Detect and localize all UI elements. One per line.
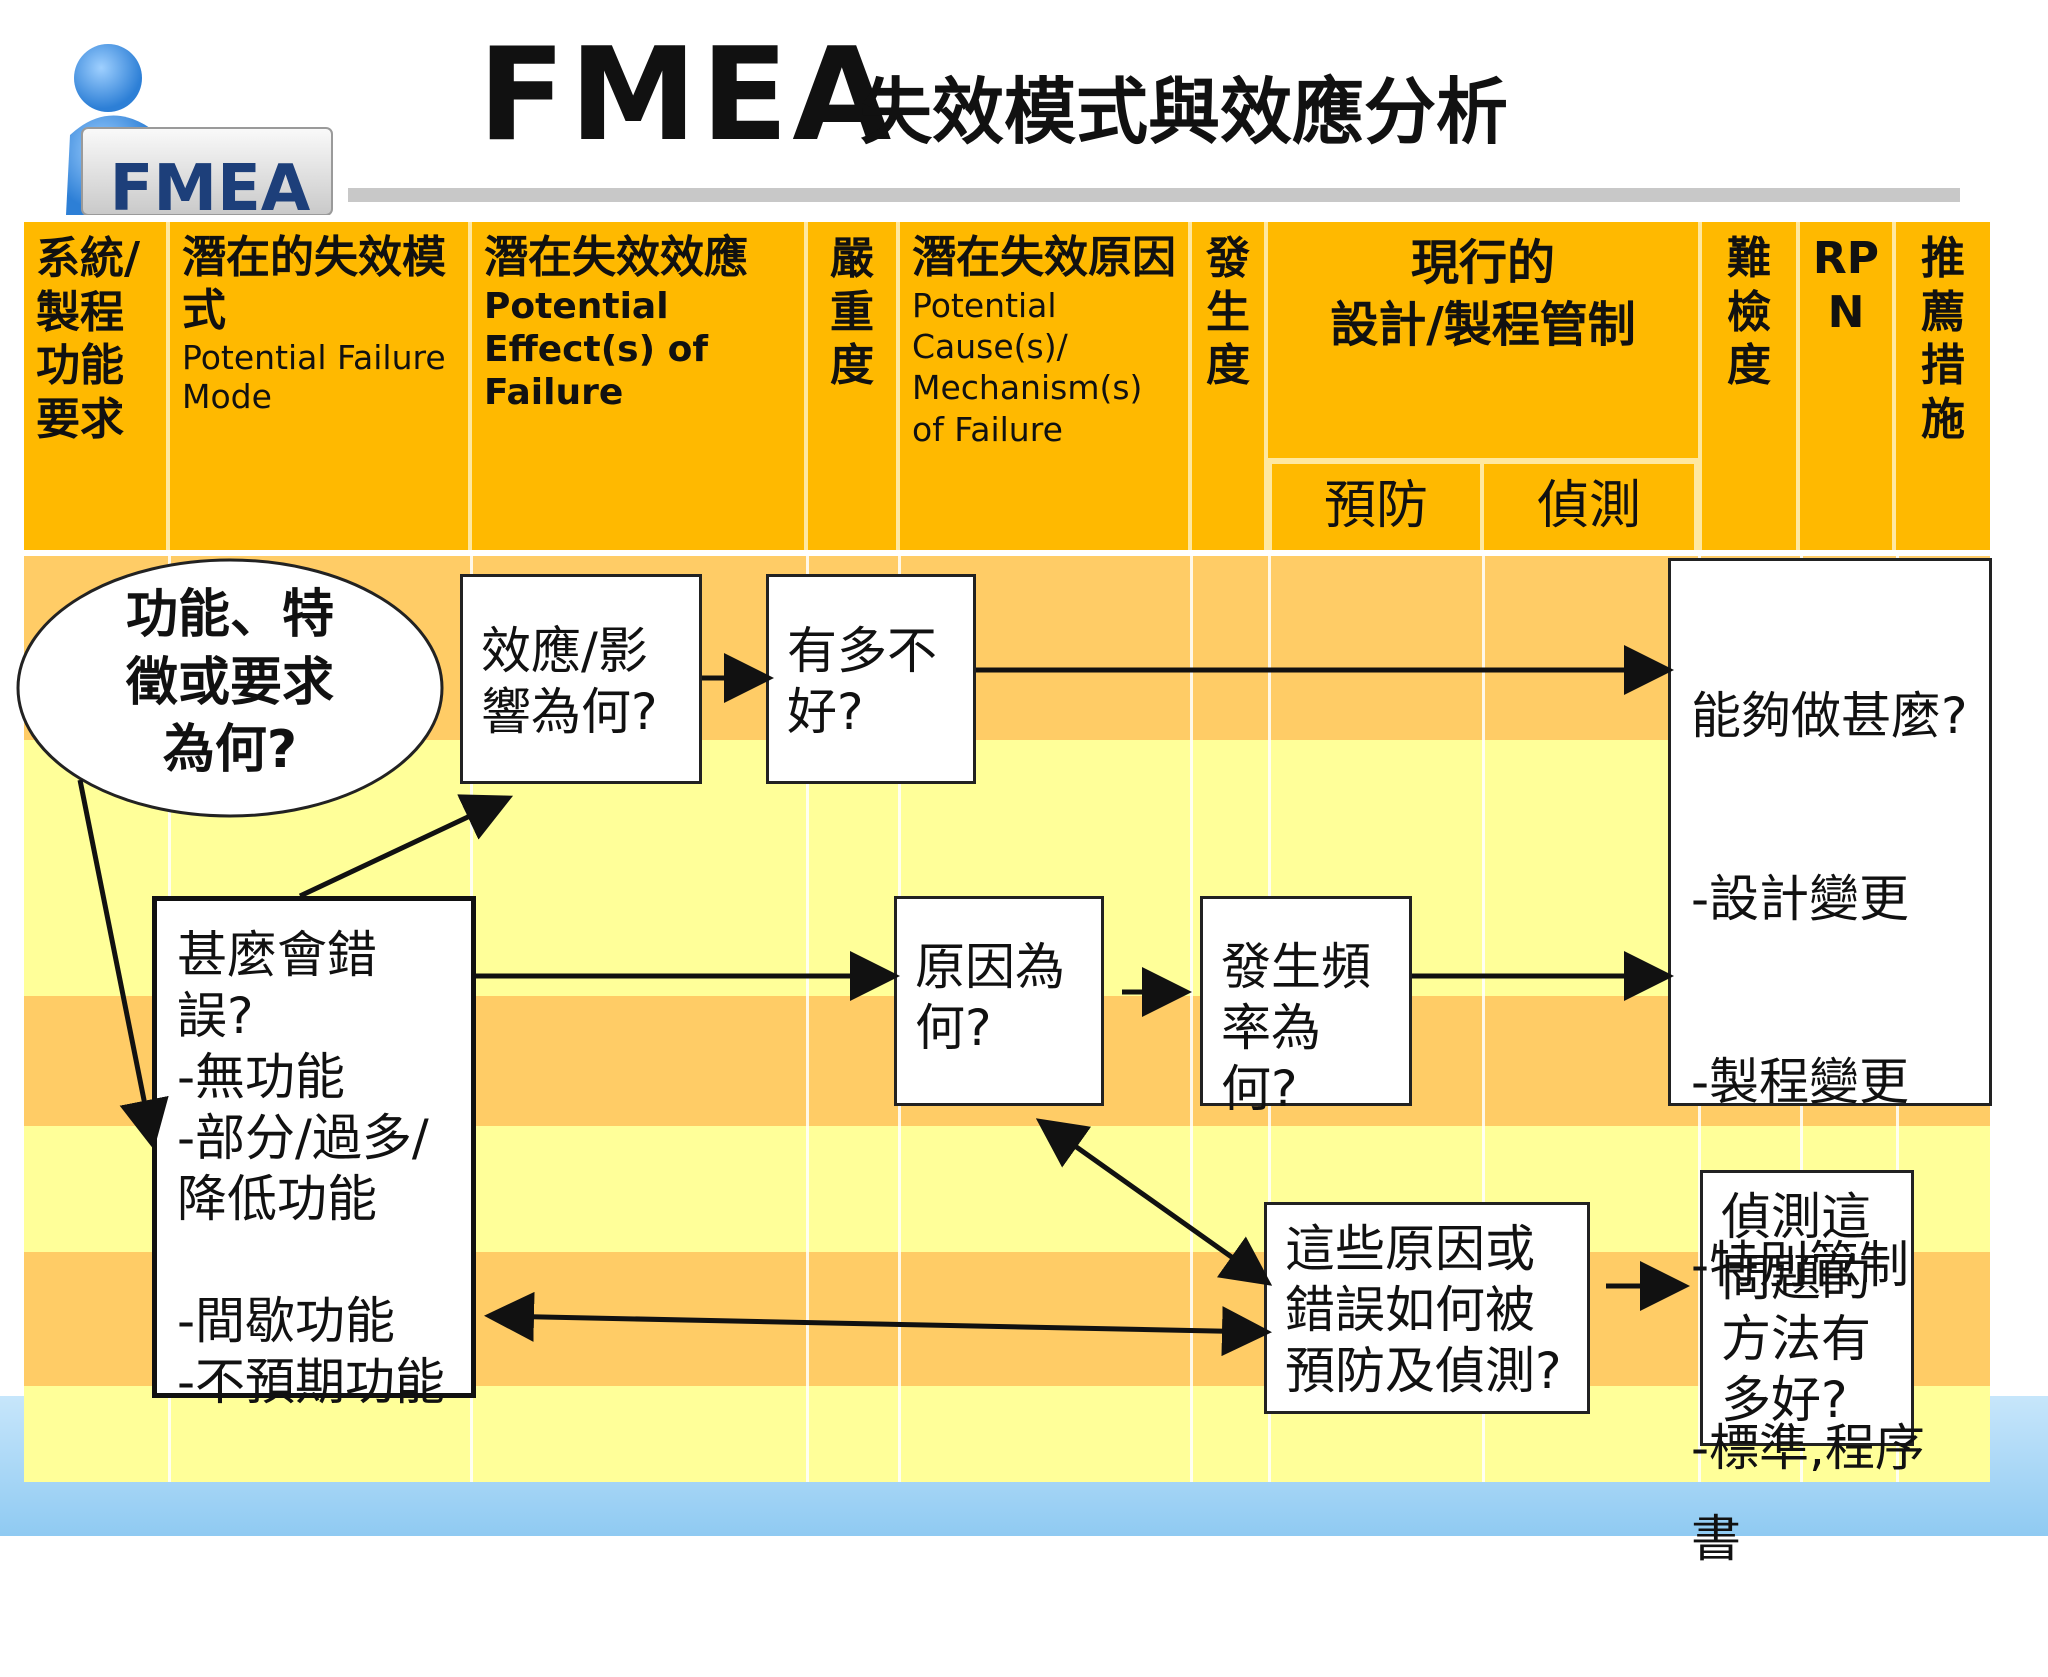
actions-question: 能夠做甚麼? [1691,686,1968,745]
recommended-actions-box: 能夠做甚麼? -設計變更 -製程變更 -特別管制 -標準,程序 書 [1668,558,1992,1568]
header-function-requirement: 系統/製程功能要求 [24,222,170,550]
effect-question-box: 效應/影 響為何? [460,574,702,784]
column-divider [1190,556,1193,1482]
action-item: -特別管制 [1691,1235,1910,1294]
control-question-box: 這些原因或 錯誤如何被 預防及偵測? [1264,1202,1590,1414]
action-item: -製程變更 [1691,1052,1910,1111]
severity-question-box: 有多不 好? [766,574,976,784]
header-severity: 嚴重度 [808,222,900,550]
page-subtitle: 失效模式與效應分析 [860,70,1509,154]
person-with-sign-icon: FMEA [66,44,333,226]
column-divider [1482,556,1485,1482]
arrow-oval-to-failure [77,779,169,1150]
fmea-logo: FMEA [60,40,350,226]
header-current-controls: 現行的 設計/製程管制 預防 偵測 [1268,222,1698,550]
function-oval [16,558,444,818]
page-title: FMEA [478,21,896,170]
header-occurrence: 發生度 [1192,222,1268,550]
header-failure-effect: 潛在失效效應 Potential Effect(s) of Failure [472,222,808,550]
table-row [24,1386,1990,1482]
occurrence-question-box: 發生頻 率為何? [1200,896,1412,1118]
function-question-text: 功能、特 徵或要求 為何? [125,585,334,781]
header-detection: 偵測 [1484,464,1694,550]
logo-text: FMEA [110,152,311,215]
header-prevention: 預防 [1272,464,1480,550]
header-controls-title: 現行的 設計/製程管制 [1268,222,1698,458]
action-item: -設計變更 [1691,869,1910,928]
column-divider [806,556,809,1482]
header-rpn: RPN [1800,222,1896,550]
header-failure-cause: 潛在失效原因 Potential Cause(s)/ Mechanism(s) … [900,222,1192,550]
arrow-cause-control-bidirectional [1035,1118,1273,1286]
failure-mode-question-box: 甚麼會錯誤? -無功能 -部分/過多/ 降低功能 -間歇功能 -不預期功能 [152,896,476,1411]
cause-question-box: 原因為 何? [894,896,1104,1106]
flow-arrows [77,645,1690,1357]
header-detectability: 難檢度 [1698,222,1800,550]
title-divider [348,188,1960,202]
detection-question-box: 偵測這 問題的 方法有 多好? [1700,1170,1914,1446]
header-recommended-action: 推薦措施 [1896,222,1990,550]
header-failure-mode: 潛在的失效模式 Potential Failure Mode [170,222,472,550]
arrow-failure-control-bidirectional [484,1291,1272,1357]
arrow-failure-to-effect [298,794,514,899]
